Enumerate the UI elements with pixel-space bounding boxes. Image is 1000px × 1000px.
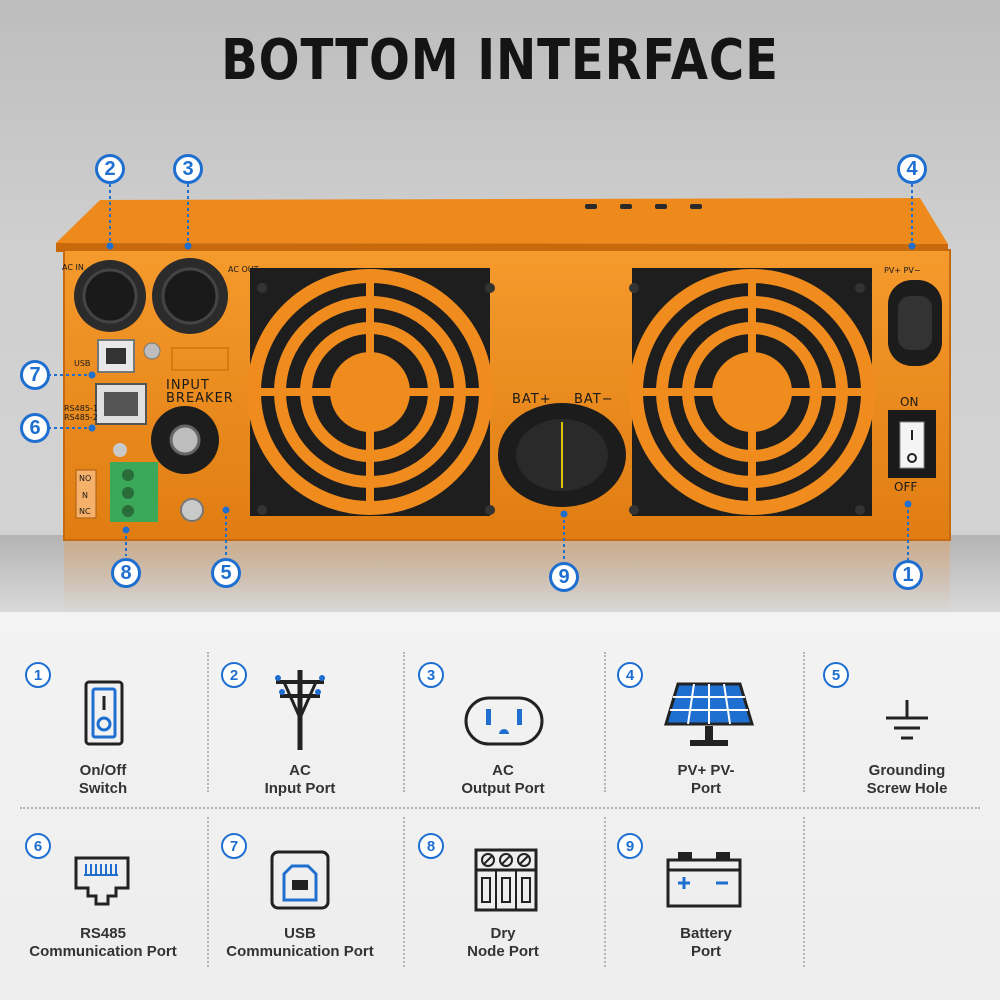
input-breaker-label-1: INPUT xyxy=(166,378,210,393)
divider xyxy=(803,652,805,792)
terminal-block-icon xyxy=(474,848,538,912)
battery-icon xyxy=(666,852,742,908)
divider xyxy=(207,817,209,967)
legend-num-4: 4 xyxy=(617,662,643,688)
divider xyxy=(403,652,405,792)
bat-plus-label: BAT+ xyxy=(512,392,552,407)
switch-icon xyxy=(84,680,124,746)
no-label: NO xyxy=(79,474,92,483)
nc-label: NC xyxy=(79,507,91,516)
divider xyxy=(604,817,606,967)
product-photo: BOTTOM INTERFACE AC IN AC OUT USB RS485-… xyxy=(0,0,1000,612)
legend-num-7: 7 xyxy=(221,833,247,859)
legend-num-9: 9 xyxy=(617,833,643,859)
divider xyxy=(207,652,209,792)
outlet-icon xyxy=(464,696,544,746)
divider xyxy=(403,817,405,967)
power-pole-icon xyxy=(275,670,325,750)
divider xyxy=(604,652,606,792)
input-breaker-label-2: BREAKER xyxy=(166,391,234,406)
solar-panel-icon xyxy=(664,682,754,746)
rj45-icon xyxy=(74,856,130,906)
callout-2: 2 xyxy=(95,154,125,184)
inverter-device xyxy=(48,184,951,612)
usb-icon xyxy=(270,850,330,910)
ac-out-label: AC OUT xyxy=(228,265,259,274)
legend-num-5: 5 xyxy=(823,662,849,688)
n-label: N xyxy=(82,491,88,500)
callout-9: 9 xyxy=(549,562,579,592)
legend-num-6: 6 xyxy=(25,833,51,859)
rs485-2-label: RS485-2 xyxy=(64,413,98,422)
callout-1: 1 xyxy=(893,560,923,590)
divider xyxy=(803,817,805,967)
callout-7: 7 xyxy=(20,360,50,390)
legend-num-1: 1 xyxy=(25,662,51,688)
pv-label: PV+ PV− xyxy=(884,266,921,275)
bat-minus-label: BAT− xyxy=(574,392,614,407)
divider xyxy=(20,807,980,809)
ground-icon xyxy=(886,700,928,740)
legend-num-3: 3 xyxy=(418,662,444,688)
legend-label-4: PV+ PV-Port xyxy=(677,762,735,797)
callout-4: 4 xyxy=(897,154,927,184)
on-label: ON xyxy=(900,395,919,409)
callout-6: 6 xyxy=(20,413,50,443)
ac-in-label: AC IN xyxy=(62,263,84,272)
legend-num-2: 2 xyxy=(221,662,247,688)
callout-5: 5 xyxy=(211,558,241,588)
usb-label: USB xyxy=(74,359,91,368)
page-title: BOTTOM INTERFACE xyxy=(221,28,779,93)
callout-3: 3 xyxy=(173,154,203,184)
rs485-1-label: RS485-1 xyxy=(64,404,98,413)
off-label: OFF xyxy=(894,480,918,494)
legend-num-8: 8 xyxy=(418,833,444,859)
callout-8: 8 xyxy=(111,558,141,588)
